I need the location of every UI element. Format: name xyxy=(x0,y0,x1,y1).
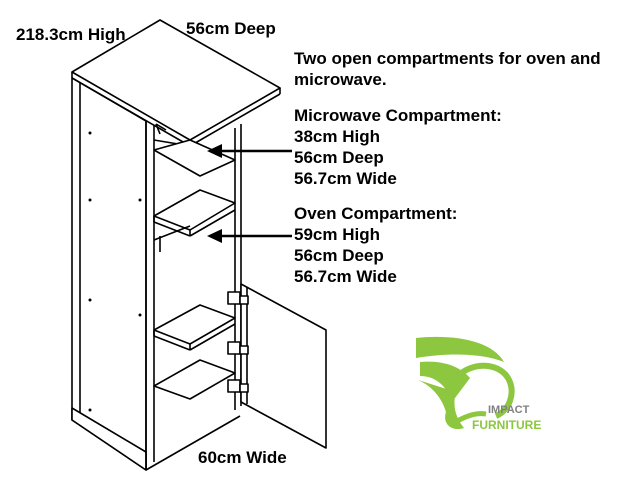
oven-spec: Oven Compartment: 59cm High 56cm Deep 56… xyxy=(294,203,457,287)
microwave-width: 56.7cm Wide xyxy=(294,169,397,188)
impact-furniture-logo: IMPACT FURNITURE xyxy=(412,332,542,442)
logo-line-1: IMPACT xyxy=(488,404,530,416)
intro-text: Two open compartments for oven and micro… xyxy=(294,48,601,90)
intro-line-1: Two open compartments for oven and xyxy=(294,49,601,68)
height-label: 218.3cm High xyxy=(16,25,126,44)
oven-height: 59cm High xyxy=(294,225,380,244)
logo-line-2: FURNITURE xyxy=(472,418,542,432)
shelf-1 xyxy=(153,189,236,231)
microwave-spec: Microwave Compartment: 38cm High 56cm De… xyxy=(294,105,502,189)
oven-arrow xyxy=(207,229,292,243)
intro-line-2: microwave. xyxy=(294,70,387,89)
oven-width: 56.7cm Wide xyxy=(294,267,397,286)
microwave-arrow xyxy=(207,144,292,158)
oven-title: Oven Compartment: xyxy=(294,204,458,223)
microwave-title: Microwave Compartment: xyxy=(294,106,502,125)
logo-mark-icon xyxy=(416,336,515,430)
shelf-3 xyxy=(153,359,236,400)
microwave-height: 38cm High xyxy=(294,127,380,146)
depth-label: 56cm Deep xyxy=(186,19,276,38)
cabinet-door xyxy=(240,283,327,449)
width-label: 60cm Wide xyxy=(198,448,287,467)
microwave-depth: 56cm Deep xyxy=(294,148,384,167)
oven-depth: 56cm Deep xyxy=(294,246,384,265)
shelf-top-inner xyxy=(153,139,236,177)
shelf-2 xyxy=(153,304,236,345)
cabinet-left-side xyxy=(71,77,147,471)
